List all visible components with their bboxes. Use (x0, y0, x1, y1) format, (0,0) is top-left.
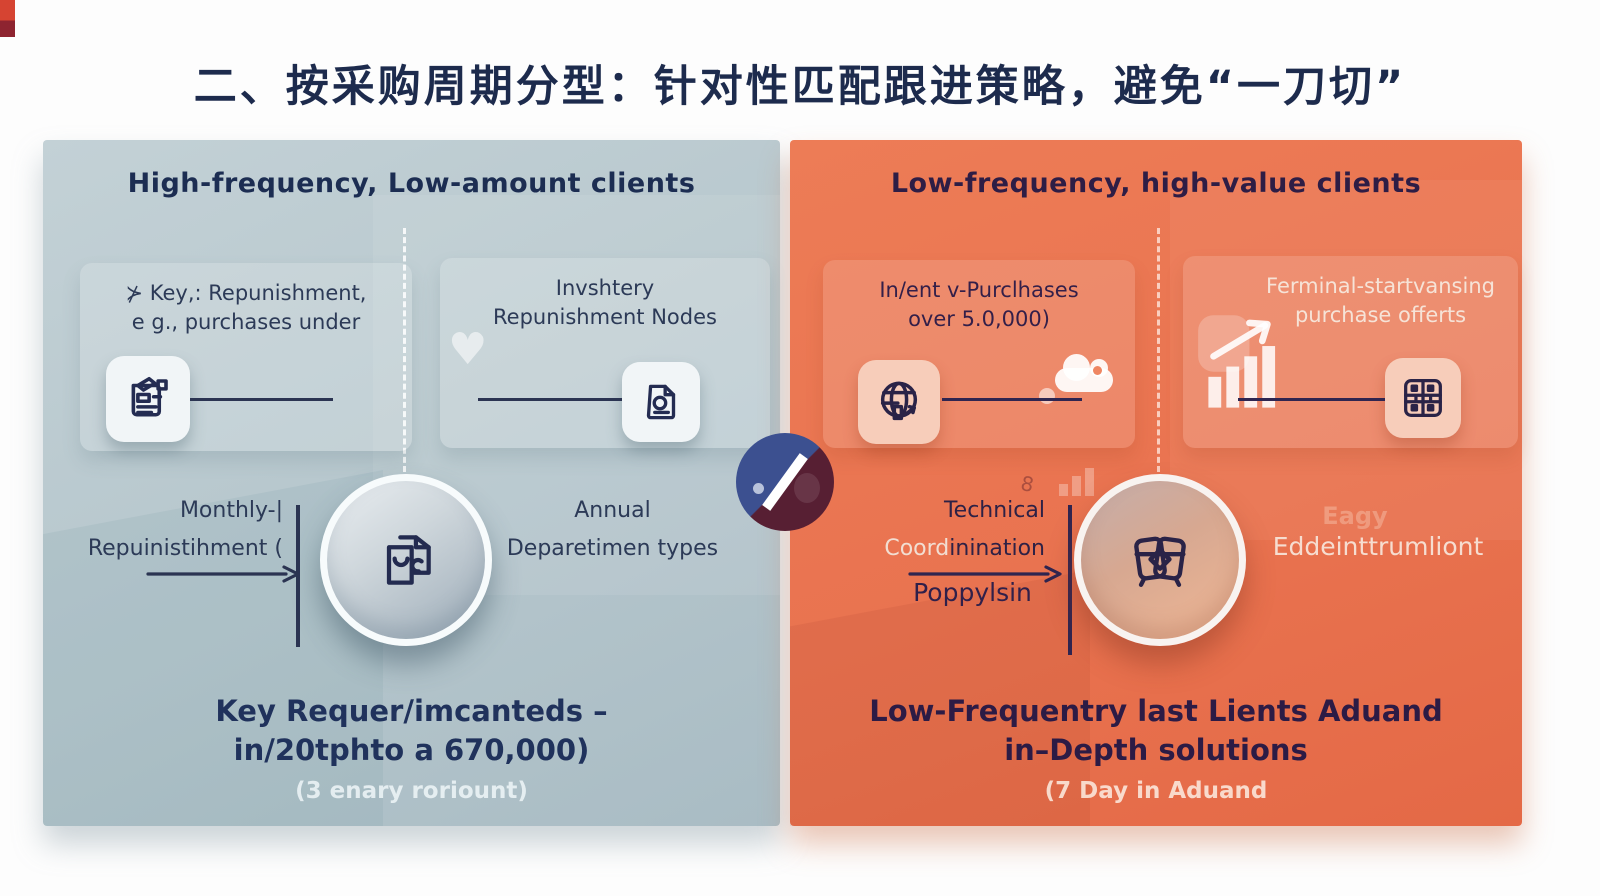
footer-line: in/20tphto a 670,000) (233, 733, 590, 767)
document-pen-chip (106, 356, 190, 442)
divider-bar (1068, 505, 1072, 655)
panel-low-frequency: Low-frequency, high-value clients In/ent… (790, 140, 1522, 826)
card-terminal-offers: Ferminal-startvansing purchase offerts (1183, 256, 1518, 448)
label-line: Monthly-| (179, 498, 283, 523)
right-footer-note: (7 Day in Aduand (1044, 778, 1268, 804)
right-panel-title: Low-frequency, high-value clients (890, 168, 1422, 199)
pie-dot (753, 483, 764, 494)
footer-line: Low-Frequentry last Lients Aduand (869, 694, 1443, 728)
label-line: Repuinistihment ( (87, 536, 283, 561)
connector-line (190, 398, 333, 401)
document-copy-icon (646, 384, 676, 420)
label-line: Coordinination (860, 530, 1045, 568)
chest-boxes-icon (1134, 536, 1186, 587)
cloud-puff (1039, 388, 1055, 404)
card-key-replenishment: ⊁ Key,: Repunishment, e g., purchases un… (80, 263, 412, 451)
arrow-right-icon (146, 565, 300, 583)
card-line: Ferminal-startvansing (1266, 274, 1495, 298)
globe-arrow-icon (880, 381, 918, 421)
card-text: Invshtery Repunishment Nodes (440, 274, 770, 332)
label-eddeinttrumliont: Eddeinttrumliont (1272, 532, 1484, 561)
card-line: over 5.0,000) (908, 307, 1050, 331)
pie-split-icon (736, 433, 834, 531)
label-part: inination (949, 536, 1045, 561)
card-line: Invshtery (555, 276, 655, 300)
card-inventory-purchases: In/ent v-Purclhases over 5.0,000) 8 (823, 260, 1135, 497)
card-inventory-nodes: Invshtery Repunishment Nodes ♥ (440, 258, 770, 448)
document-copy-chip (622, 362, 700, 442)
card-text: Ferminal-startvansing purchase offerts (1183, 272, 1518, 330)
overlapping-documents-icon (386, 535, 431, 585)
right-footer-headline: Low-Frequentry last Lients Aduand in–Dep… (790, 692, 1522, 770)
mini-bar-chart-icon (1059, 466, 1094, 496)
label-part: Coord (884, 536, 950, 561)
globe-chip (858, 360, 940, 444)
left-footer-headline: Key Requer/imcanteds – in/20tphto a 670,… (43, 692, 780, 770)
label-eagy: Eagy (1322, 502, 1388, 530)
panel-high-frequency: High-frequency, Low-amount clients ⊁ Key… (43, 140, 780, 826)
arrow-right-icon (908, 565, 1062, 583)
connector-line (1238, 398, 1385, 401)
document-pen-icon (131, 376, 168, 417)
label-technical-coordination: Technical Coordinination (860, 492, 1045, 568)
card-line: Repunishment Nodes (493, 305, 717, 329)
center-badge-documents (320, 474, 492, 646)
grid-calculator-icon (1404, 379, 1442, 417)
card-line: purchase offerts (1294, 303, 1467, 327)
divider-dashed-line (403, 228, 406, 472)
bar-chart-growth-icon (1198, 315, 1276, 408)
connector-line (478, 398, 622, 401)
label-annual-types: Annual Deparetimen types (505, 492, 720, 568)
grid-chip (1385, 358, 1461, 438)
label-line: Annual (574, 498, 651, 523)
center-badge-chest (1074, 474, 1246, 646)
page-title: 二、按采购周期分型：针对性匹配跟进策略，避免“一刀切” (193, 62, 1407, 112)
heart-icon: ♥ (448, 324, 488, 375)
cloud-icon (1055, 354, 1113, 392)
divider-dashed-line (1157, 228, 1160, 472)
footer-line: Key Requer/imcanteds – (215, 694, 608, 728)
label-monthly-replenishment: Monthly-| Repuinistihment ( (83, 492, 283, 568)
card-text: ⊁ Key,: Repunishment, e g., purchases un… (80, 279, 412, 337)
pie-highlight (794, 473, 820, 503)
card-line: ⊁ Key,: Repunishment, (125, 281, 367, 305)
label-line: Deparetimen types (506, 536, 719, 561)
connector-line (942, 398, 1082, 401)
left-footer-note: (3 enary roriount) (295, 778, 528, 804)
card-line: e g., purchases under (131, 310, 361, 334)
left-panel-title: High-frequency, Low-amount clients (127, 168, 696, 199)
label-poppylsin: Poppylsin (913, 578, 1032, 607)
label-line: Technical (943, 498, 1045, 523)
divider-bar (296, 505, 300, 647)
card-line: In/ent v-Purclhases (879, 278, 1079, 302)
footer-line: in–Depth solutions (1004, 733, 1308, 767)
corner-accent (0, 0, 15, 37)
cloud-hole (1093, 366, 1102, 375)
card-text: In/ent v-Purclhases over 5.0,000) (823, 276, 1135, 334)
